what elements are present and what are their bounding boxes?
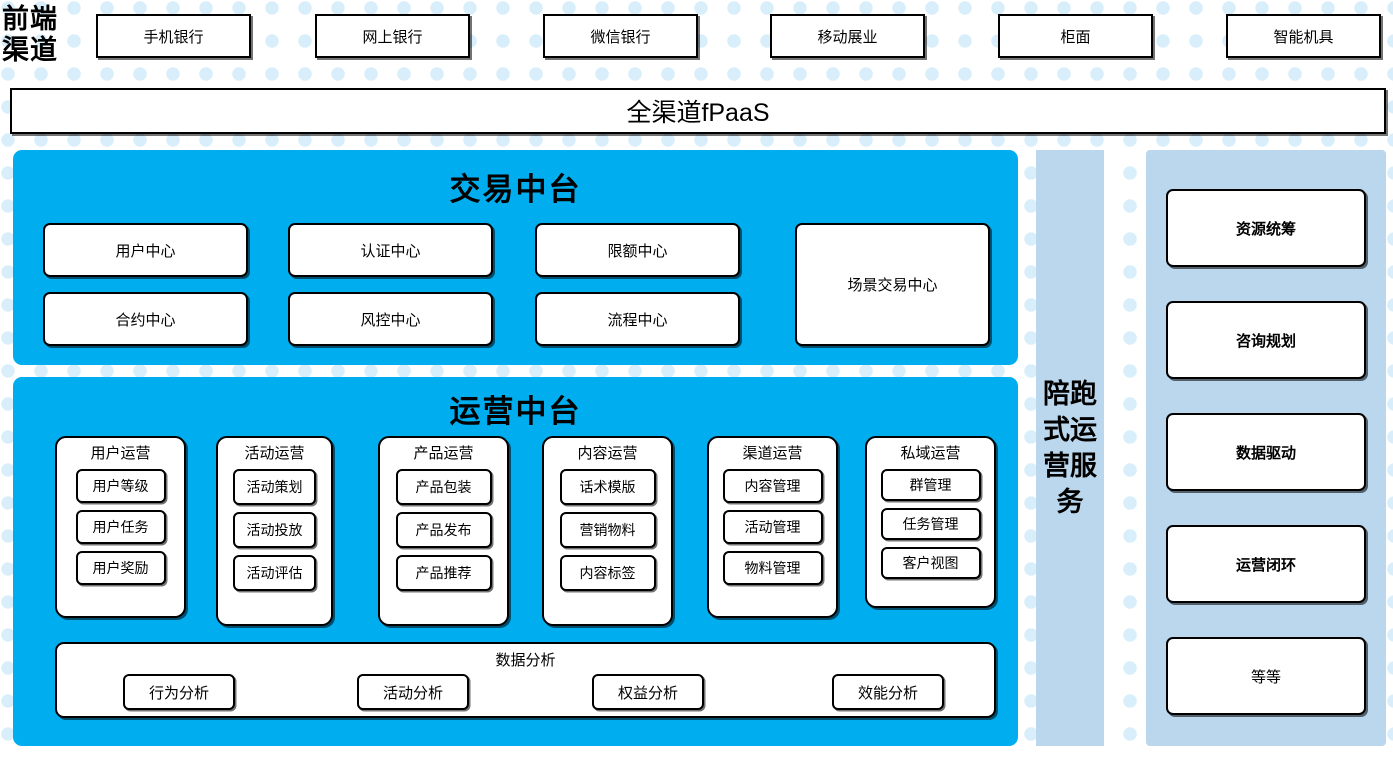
- ops-item[interactable]: 群管理: [880, 469, 981, 501]
- ops-column-activity: 活动运营 活动策划 活动投放 活动评估: [216, 436, 333, 626]
- ops-column-items: 群管理 任务管理 客户视图: [867, 469, 994, 579]
- ops-column-title: 用户运营: [90, 445, 151, 462]
- ops-item[interactable]: 产品包装: [395, 469, 492, 505]
- service-box-data-driven[interactable]: 数据驱动: [1166, 413, 1366, 491]
- ops-item[interactable]: 营销物料: [559, 512, 656, 548]
- ops-item[interactable]: 用户等级: [75, 469, 166, 503]
- data-analysis-item[interactable]: 权益分析: [592, 674, 704, 710]
- ops-item[interactable]: 内容管理: [722, 469, 823, 503]
- trade-center-title: 交易中台: [449, 172, 582, 207]
- ops-column-title: 内容运营: [577, 445, 638, 462]
- frontend-channel-label: 前端 渠道: [2, 4, 58, 65]
- data-analysis-title: 数据分析: [495, 652, 556, 669]
- ops-column-title: 私域运营: [900, 445, 961, 462]
- ops-item[interactable]: 内容标签: [559, 555, 656, 591]
- trade-center-panel: 交易中台 用户中心 认证中心 限额中心 合约中心 风控中心 流程中心 场景交易中…: [13, 150, 1018, 365]
- ops-column-items: 产品包装 产品发布 产品推荐: [380, 469, 507, 591]
- trade-box-contract-center[interactable]: 合约中心: [43, 292, 248, 346]
- ops-column-items: 活动策划 活动投放 活动评估: [218, 469, 331, 591]
- channel-box-mobile-business[interactable]: 移动展业: [770, 14, 925, 58]
- trade-box-risk-center[interactable]: 风控中心: [288, 292, 493, 346]
- ops-center-panel: 运营中台 用户运营 用户等级 用户任务 用户奖励 活动运营 活动策划 活动投放 …: [13, 377, 1018, 746]
- channel-box-mobile-bank[interactable]: 手机银行: [96, 14, 251, 58]
- service-box-consulting-planning[interactable]: 咨询规划: [1166, 301, 1366, 379]
- channel-box-smart-machine[interactable]: 智能机具: [1226, 14, 1381, 58]
- channel-box-wechat-bank[interactable]: 微信银行: [543, 14, 698, 58]
- ops-item[interactable]: 产品推荐: [395, 555, 492, 591]
- ops-column-items: 内容管理 活动管理 物料管理: [709, 469, 836, 585]
- channel-box-online-bank[interactable]: 网上银行: [315, 14, 470, 58]
- ops-item[interactable]: 活动管理: [722, 510, 823, 544]
- data-analysis-item[interactable]: 活动分析: [357, 674, 469, 710]
- ops-item[interactable]: 用户任务: [75, 510, 166, 544]
- ops-item[interactable]: 产品发布: [395, 512, 492, 548]
- ops-column-private-domain: 私域运营 群管理 任务管理 客户视图: [865, 436, 996, 608]
- data-analysis-panel: 数据分析 行为分析 活动分析 权益分析 效能分析: [55, 642, 996, 718]
- ops-item[interactable]: 任务管理: [880, 508, 981, 540]
- trade-box-scenario-trade-center[interactable]: 场景交易中心: [795, 223, 990, 346]
- service-panel: 资源统筹 咨询规划 数据驱动 运营闭环 等等: [1146, 150, 1386, 746]
- service-box-ops-closed-loop[interactable]: 运营闭环: [1166, 525, 1366, 603]
- ops-column-user: 用户运营 用户等级 用户任务 用户奖励: [55, 436, 186, 618]
- ops-column-title: 活动运营: [244, 445, 305, 462]
- ops-column-items: 话术模版 营销物料 内容标签: [544, 469, 671, 591]
- fpaas-bar[interactable]: 全渠道fPaaS: [10, 88, 1386, 134]
- service-strip: 陪跑式运营服务: [1036, 150, 1104, 746]
- service-strip-label: 陪跑式运营服务: [1043, 379, 1097, 517]
- data-analysis-item[interactable]: 效能分析: [832, 674, 944, 710]
- trade-box-limit-center[interactable]: 限额中心: [535, 223, 740, 277]
- ops-item[interactable]: 用户奖励: [75, 551, 166, 585]
- service-box-etc[interactable]: 等等: [1166, 637, 1366, 715]
- ops-column-content: 内容运营 话术模版 营销物料 内容标签: [542, 436, 673, 626]
- ops-column-title: 产品运营: [413, 445, 474, 462]
- ops-column-product: 产品运营 产品包装 产品发布 产品推荐: [378, 436, 509, 626]
- ops-item[interactable]: 话术模版: [559, 469, 656, 505]
- channel-box-counter[interactable]: 柜面: [998, 14, 1153, 58]
- ops-item[interactable]: 活动投放: [233, 512, 316, 548]
- trade-box-auth-center[interactable]: 认证中心: [288, 223, 493, 277]
- data-analysis-item[interactable]: 行为分析: [123, 674, 235, 710]
- ops-column-channel: 渠道运营 内容管理 活动管理 物料管理: [707, 436, 838, 618]
- ops-item[interactable]: 客户视图: [880, 547, 981, 579]
- ops-item[interactable]: 活动策划: [233, 469, 316, 505]
- service-box-resource-coordination[interactable]: 资源统筹: [1166, 189, 1366, 267]
- ops-center-title: 运营中台: [449, 394, 582, 429]
- trade-box-user-center[interactable]: 用户中心: [43, 223, 248, 277]
- ops-column-title: 渠道运营: [742, 445, 803, 462]
- ops-column-items: 用户等级 用户任务 用户奖励: [57, 469, 184, 585]
- trade-box-process-center[interactable]: 流程中心: [535, 292, 740, 346]
- ops-item[interactable]: 物料管理: [722, 551, 823, 585]
- ops-item[interactable]: 活动评估: [233, 555, 316, 591]
